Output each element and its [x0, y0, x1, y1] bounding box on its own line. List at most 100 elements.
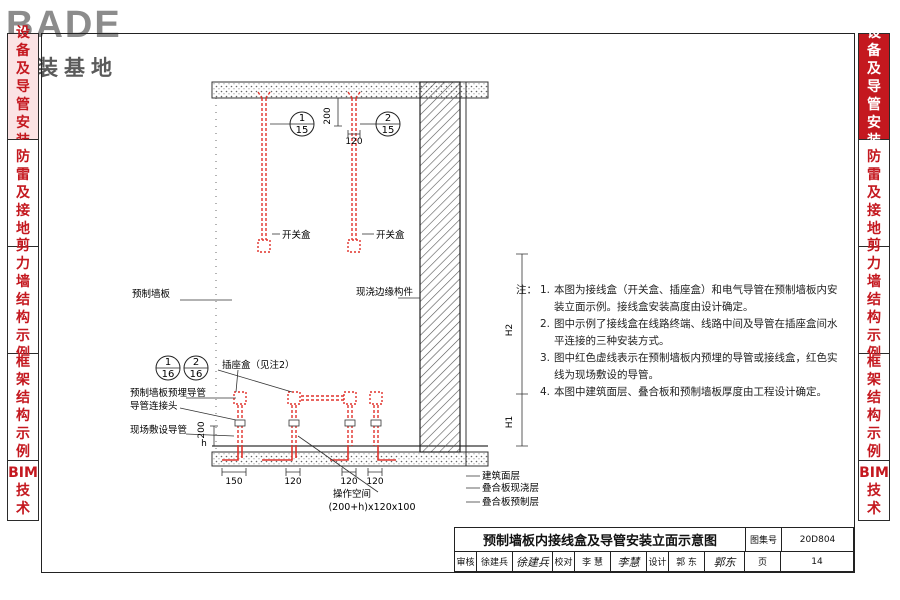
tab-char: 示 [16, 426, 30, 442]
tab-char: 及 [16, 60, 30, 77]
callout-1: 1 15 [289, 111, 315, 137]
tab-char: 框 [867, 354, 881, 370]
label-prefab-wall: 预制墙板 [132, 288, 171, 300]
tab-char: 备 [16, 42, 30, 59]
conduit-joints [234, 419, 382, 427]
callout-2: 2 15 [375, 111, 401, 137]
tab-char: 架 [16, 372, 30, 388]
callout-1-den: 15 [296, 125, 309, 136]
callout-4-num: 2 [193, 357, 199, 368]
left-tab-lightning[interactable]: 防雷及接地 [7, 140, 39, 247]
cast-edge-column [419, 81, 461, 453]
note-item: 3. 图中红色虚线表示在预制墙板内预埋的导管或接线盒，红色实线为现场敷设的导管。 [540, 350, 845, 384]
notes-block: 注： 1. 本图为接线盒（开关盒、插座盒）和电气导管在预制墙板内安装立面示例。接… [516, 282, 845, 401]
tab-char: 例 [867, 444, 881, 460]
designer-name: 郭 东 [669, 552, 705, 571]
note-text: 本图中建筑面层、叠合板和预制墙板厚度由工程设计确定。 [554, 386, 827, 398]
reviewer-signature: 徐建兵 [513, 552, 553, 571]
tab-char: 雷 [16, 167, 30, 183]
label-cast-edge: 现浇边缘构件 [356, 286, 414, 298]
tab-char: 雷 [867, 167, 881, 183]
note-item: 2. 图中示例了接线盒在线路终端、线路中间及导管在插座盒间水平连接的三种安装方式… [540, 316, 845, 350]
bottom-slab [211, 451, 489, 467]
dim-H1: H1 [505, 416, 515, 429]
title-block-row-main: 预制墙板内接线盒及导管安装立面示意图 图集号 20D804 [454, 527, 854, 552]
designer-signature: 郭东 [705, 552, 745, 571]
note-text: 图中红色虚线表示在预制墙板内预埋的导管或接线盒，红色实线为现场敷设的导管。 [554, 352, 838, 381]
tab-char: 防 [867, 149, 881, 165]
label-slab-cast: 叠合板现浇层 [482, 482, 539, 494]
notes-head: 注： [516, 284, 537, 296]
lower-prefab-conduits [237, 395, 379, 446]
left-tab-shear-wall[interactable]: 剪力墙结构示例 [7, 238, 39, 362]
dim-h: h [201, 439, 207, 449]
tab-char: 结 [16, 292, 30, 308]
note-num: 4. [540, 386, 551, 398]
tab-char: 剪 [867, 238, 881, 254]
tab-char: 术 [867, 500, 881, 517]
tab-char: 力 [16, 256, 30, 272]
switch-box-2 [347, 239, 361, 253]
leader-lines [179, 123, 480, 503]
checker-signature: 李慧 [611, 552, 647, 571]
callout-3-num: 1 [165, 357, 171, 368]
label-building-layer: 建筑面层 [482, 470, 520, 482]
upper-conduit-2 [347, 91, 361, 240]
dim-120-b: 120 [340, 477, 357, 487]
tab-char: 技 [16, 482, 30, 499]
right-tab-lightning[interactable]: 防雷及接地 [858, 140, 890, 247]
tab-char: 墙 [867, 274, 881, 290]
tab-char: 备 [867, 42, 881, 59]
page-label: 页 [745, 552, 781, 571]
dim-120-a: 120 [284, 477, 301, 487]
note-num: 3. [540, 352, 551, 364]
title-block-row-sign: 审核 徐建兵 徐建兵 校对 李 慧 李慧 设计 郭 东 郭东 页 14 [454, 552, 854, 572]
tab-char: 设 [16, 24, 30, 41]
right-tab-shear-wall[interactable]: 剪力墙结构示例 [858, 238, 890, 362]
left-tab-frame[interactable]: 框架结构示例 [7, 354, 39, 461]
tab-char: 结 [16, 390, 30, 406]
atlas-number: 20D804 [799, 534, 836, 545]
right-tab-frame[interactable]: 框架结构示例 [858, 354, 890, 461]
tab-char: 设 [867, 24, 881, 41]
tab-char: 构 [16, 310, 30, 326]
note-item: 4. 本图中建筑面层、叠合板和预制墙板厚度由工程设计确定。 [540, 384, 845, 401]
left-tab-equipment[interactable]: 设备及导管安装 [7, 25, 39, 149]
review-label: 审核 [455, 552, 477, 571]
tab-char: 接 [867, 203, 881, 219]
dim-150: 150 [225, 477, 242, 487]
dim-H2: H2 [505, 324, 515, 337]
tab-char: 接 [16, 203, 30, 219]
tab-char: 安 [16, 114, 30, 131]
reviewer-name: 徐建兵 [477, 552, 513, 571]
dim-200-bot: 200 [197, 421, 207, 438]
dim-120-top: 120 [345, 137, 362, 147]
tab-char: 架 [867, 372, 881, 388]
note-text: 本图为接线盒（开关盒、插座盒）和电气导管在预制墙板内安装立面示例。接线盒安装高度… [554, 284, 838, 313]
label-conduit-joint: 导管连接头 [130, 400, 178, 412]
tab-char: 及 [16, 185, 30, 201]
sheet-frame [41, 33, 855, 573]
checker-name: 李 慧 [575, 552, 611, 571]
upper-conduit-1 [257, 91, 271, 240]
tab-char: 管 [867, 96, 881, 113]
callout-3-den: 16 [162, 369, 175, 380]
tab-char: 地 [16, 221, 30, 237]
tab-char: 构 [867, 408, 881, 424]
callout-4-den: 16 [190, 369, 203, 380]
tab-char: 剪 [16, 238, 30, 254]
tab-char: 导 [16, 78, 30, 95]
callout-3: 1 16 [155, 355, 181, 381]
tab-char: 示 [867, 426, 881, 442]
switch-box-1 [257, 239, 271, 253]
design-label: 设计 [647, 552, 669, 571]
tab-char: 例 [16, 444, 30, 460]
tab-char: BIM [859, 464, 889, 481]
dim-120-c: 120 [366, 477, 383, 487]
